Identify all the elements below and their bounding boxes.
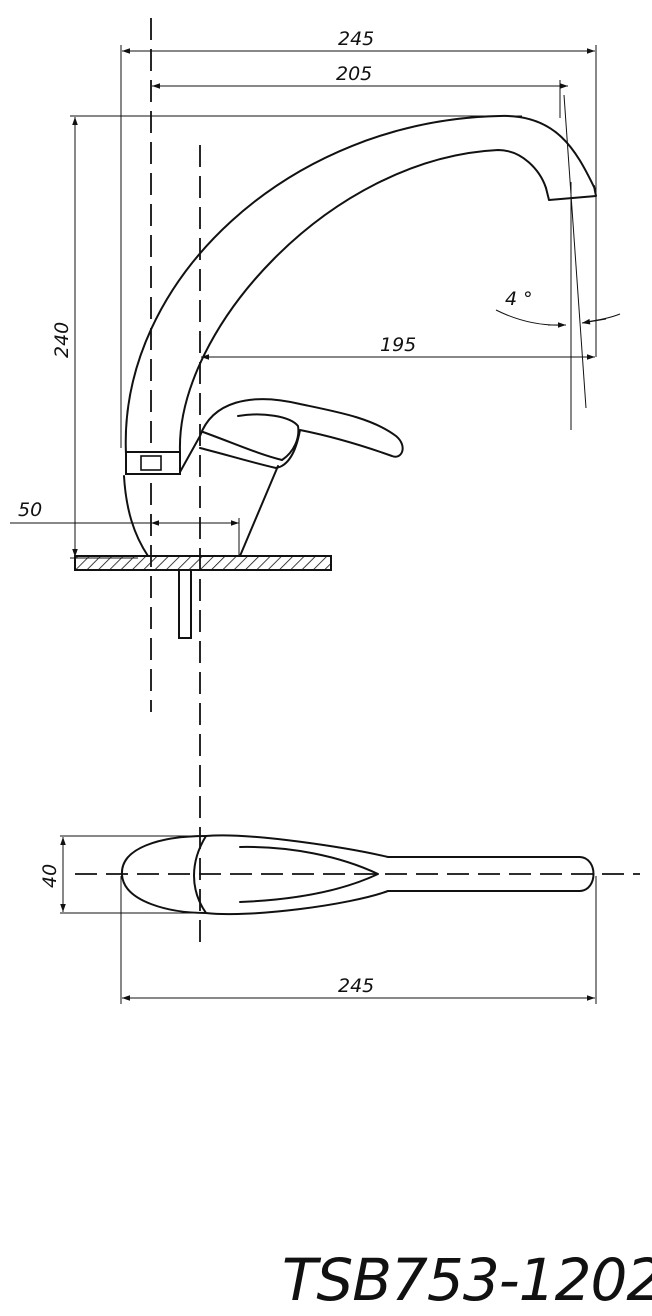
dim-label-40: 40 <box>39 864 61 888</box>
plan-lever-inner <box>239 845 379 903</box>
model-code-label: TSB753-1202 <box>282 1246 652 1314</box>
dim-label-245-bottom: 245 <box>338 975 374 997</box>
mounting-plate <box>74 555 332 571</box>
plan-body <box>120 835 207 914</box>
dim-label-195: 195 <box>380 334 416 356</box>
dim-arc-4deg-arrow-2 <box>581 318 607 325</box>
dim-label-240: 240 <box>51 322 73 358</box>
spout-inner <box>178 149 547 453</box>
spout-outer <box>124 114 595 455</box>
faucet-body <box>123 465 279 557</box>
dim-label-4deg: 4 ° <box>505 288 533 310</box>
spout-aerator <box>545 185 597 201</box>
plan-view: 40 245 <box>39 834 640 1004</box>
swivel-ring-notch <box>140 455 162 471</box>
dim-arc-4deg-tail <box>585 313 621 323</box>
lever-handle-inner <box>202 413 300 461</box>
dim-label-205: 205 <box>336 63 372 85</box>
dim-arc-4deg <box>495 309 565 326</box>
side-view: 245 205 240 195 4 ° 50 <box>10 18 621 945</box>
plan-lever <box>193 834 595 916</box>
mounting-stud <box>178 569 192 639</box>
lever-handle <box>179 398 404 473</box>
dim-label-245-top: 245 <box>338 28 374 50</box>
dim-label-50: 50 <box>18 499 42 521</box>
